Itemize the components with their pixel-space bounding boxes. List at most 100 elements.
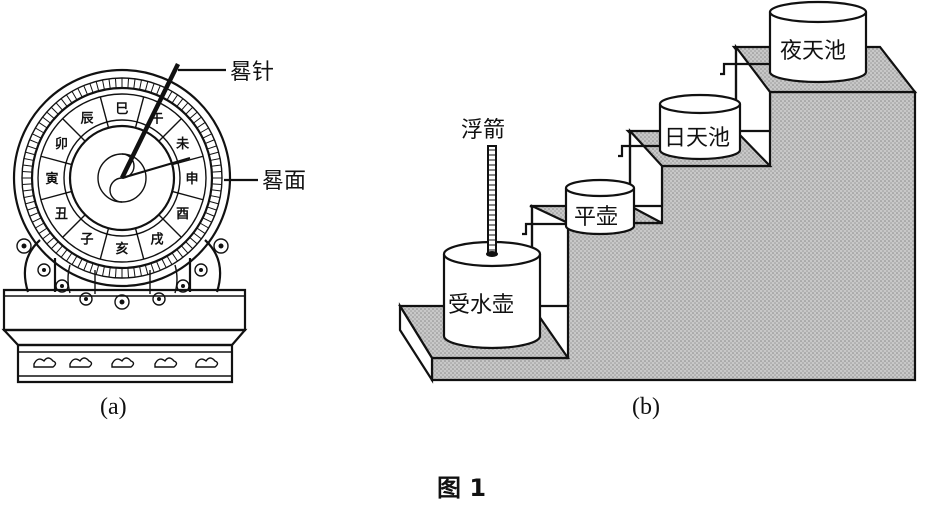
dial-tick (161, 258, 167, 268)
dial-tick (210, 195, 221, 198)
dial-tick (27, 206, 37, 211)
dial-tick (185, 106, 194, 115)
dial-tick (102, 266, 105, 277)
dial-tick (22, 170, 33, 173)
dial-hour-mark: 丑 (55, 207, 68, 222)
dial-tick (144, 81, 149, 92)
dial-tick (42, 116, 51, 124)
dial-spoke (99, 96, 110, 128)
dial-tick (204, 211, 215, 217)
dial-tick (171, 94, 178, 104)
dial-tick (202, 217, 212, 223)
dial-tick (199, 222, 209, 229)
night-tank: 夜天池 (720, 0, 868, 84)
dial-tick (196, 122, 206, 129)
dial-tick (38, 227, 48, 234)
dial-tick (155, 85, 161, 96)
dial-tick (166, 91, 173, 101)
dial-tick (60, 249, 68, 258)
dial-tick (71, 91, 78, 101)
dial-tick (108, 78, 111, 89)
dial-tick (166, 255, 173, 265)
float-rod-label: 浮箭 (461, 118, 505, 143)
dial-tick (89, 263, 94, 273)
dial-hour-mark: 子 (80, 233, 93, 248)
receiving-pot: 受水壶 (442, 240, 542, 350)
dial-tick (155, 260, 161, 271)
dial-spoke (99, 228, 110, 260)
dial-tick (139, 79, 142, 90)
dial-tick (32, 133, 42, 139)
dial-spoke (158, 214, 182, 238)
dial-tick (22, 183, 33, 186)
dial-tick (42, 232, 51, 240)
dial-tick (211, 189, 222, 192)
dial-hour-mark: 卯 (55, 136, 68, 152)
dial-spoke (172, 155, 204, 166)
dial-tick (46, 236, 55, 245)
cloud-motifs (33, 357, 219, 368)
dial-tick (139, 266, 142, 277)
dial-tick (35, 222, 45, 229)
dial-tick (23, 158, 34, 161)
dial-hour-mark: 巳 (115, 102, 128, 117)
dial-tick (25, 200, 36, 205)
float-rod: 浮箭 (461, 118, 505, 257)
dial-tick (150, 263, 155, 273)
dial-spoke (40, 155, 72, 166)
dial-tick (210, 158, 221, 161)
subcaption-a: (a) (100, 394, 127, 420)
dial-tick (32, 217, 42, 223)
dial-hour-mark: 酉 (176, 207, 189, 222)
dial-tick (95, 81, 100, 92)
dial-tick (35, 127, 45, 134)
dial-tick (180, 245, 189, 254)
dial-tick (71, 255, 78, 265)
dial-ticks (22, 78, 222, 278)
dial-tick (114, 267, 117, 278)
dial-tick (95, 264, 100, 275)
dial-tick (50, 241, 59, 250)
gnomon (119, 63, 181, 179)
dial-tick (22, 164, 33, 167)
dial-tick (133, 267, 136, 278)
day-tank: 日天池 (618, 93, 742, 161)
dial-tick (29, 211, 40, 217)
dial-spoke (134, 96, 145, 128)
dial-tick (144, 264, 149, 275)
dial-tick (127, 78, 130, 89)
night-tank-label: 夜天池 (780, 39, 846, 64)
dial-spoke (62, 214, 86, 238)
dial-face-label: 晷面 (262, 169, 306, 194)
dial-tick (171, 252, 178, 262)
dial-tick (23, 195, 34, 198)
dial-tick (83, 85, 89, 96)
dial-tick (29, 139, 40, 145)
dial-tick (208, 200, 219, 205)
dial-spokes (40, 96, 204, 260)
sundial-base (1, 288, 248, 384)
dial-tick (196, 227, 206, 234)
dial-hour-mark: 戌 (150, 232, 163, 248)
dial-tick (204, 139, 215, 145)
dial-hour-mark: 辰 (80, 111, 94, 126)
dial-tick (55, 245, 64, 254)
dial-tick (22, 189, 33, 192)
dial-tick (185, 241, 194, 250)
dial-tick (211, 170, 222, 173)
dial-tick (114, 78, 117, 89)
dial-tick (60, 98, 68, 107)
dial-tick (77, 258, 83, 268)
dial-hour-mark: 申 (185, 171, 198, 187)
dial-spoke (40, 190, 72, 201)
dial-tick (38, 122, 48, 129)
dial-tick (133, 78, 136, 89)
figure-caption: 图 1 (437, 474, 486, 502)
dial-tick (127, 267, 130, 278)
receiving-pot-label: 受水壶 (448, 293, 514, 318)
subcaption-b: (b) (632, 394, 660, 420)
dial-tick (211, 183, 222, 186)
dial-tick (189, 236, 198, 245)
